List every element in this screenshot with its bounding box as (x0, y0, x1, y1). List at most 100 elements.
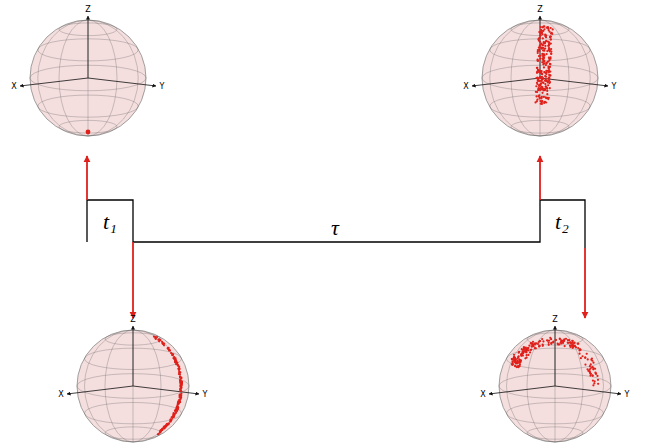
state-dot (550, 36, 552, 38)
state-dot (589, 372, 591, 374)
state-dot (549, 74, 551, 76)
axis-label: Y (625, 391, 630, 399)
axis-label: Z (130, 316, 135, 324)
state-dot (536, 59, 538, 61)
state-dot (538, 94, 540, 96)
state-dot (545, 36, 547, 38)
state-dot (514, 361, 516, 363)
state-dot (537, 60, 539, 62)
state-dot (535, 95, 537, 97)
state-dot (549, 87, 551, 89)
state-dot (590, 373, 592, 375)
state-dot (519, 362, 521, 364)
state-dot (541, 47, 543, 49)
state-dot (170, 419, 172, 421)
state-dot (159, 431, 161, 433)
state-dot (174, 359, 176, 361)
axis-label: X (58, 391, 63, 399)
state-dot (542, 58, 544, 60)
state-dot (542, 345, 544, 347)
state-dot (513, 357, 515, 359)
state-dot (543, 71, 545, 73)
state-dot (172, 416, 174, 418)
state-dot (590, 373, 592, 375)
state-dot (166, 423, 168, 425)
state-dot (164, 426, 166, 428)
state-dot (592, 366, 594, 368)
state-dot (518, 352, 520, 354)
state-dot (179, 399, 181, 401)
state-dot (165, 424, 167, 426)
state-dot (518, 351, 520, 353)
state-dot (169, 419, 171, 421)
state-dot (176, 406, 178, 408)
state-dot (518, 355, 520, 357)
state-dot (550, 51, 552, 53)
state-dot (155, 338, 157, 340)
state-dot (161, 429, 163, 431)
state-dot (597, 379, 599, 381)
state-dot (547, 60, 549, 62)
state-dot (521, 353, 523, 355)
state-dot (171, 354, 173, 356)
axis-label: Z (537, 6, 542, 14)
state-dot (544, 83, 546, 85)
state-dot (539, 340, 541, 342)
state-dot (539, 76, 541, 78)
state-dot (179, 381, 181, 383)
state-dot (549, 58, 551, 60)
state-dot (548, 43, 550, 45)
state-dot (539, 34, 541, 36)
state-dot (536, 72, 538, 74)
state-dot (543, 102, 545, 104)
state-dot (174, 359, 176, 361)
state-dot (511, 363, 513, 365)
state-dot (541, 100, 543, 102)
state-dot (548, 77, 550, 79)
state-dot (537, 77, 539, 79)
state-dot (540, 34, 542, 36)
state-dot (517, 366, 519, 368)
state-dot (539, 72, 541, 74)
state-dot (541, 79, 543, 81)
state-dot (592, 362, 594, 364)
state-dot (549, 74, 551, 76)
state-dot (527, 347, 529, 349)
state-dot (542, 340, 544, 342)
state-dot (548, 77, 550, 79)
state-dot (548, 57, 550, 59)
state-dot (538, 46, 540, 48)
state-dot (523, 348, 525, 350)
state-dot (155, 337, 157, 339)
state-dot (548, 49, 550, 51)
state-dot (569, 342, 571, 344)
state-dot (546, 339, 548, 341)
state-dot (579, 348, 581, 350)
state-dot (550, 343, 552, 345)
state-dot (541, 338, 543, 340)
state-dot (179, 401, 181, 403)
state-dot (546, 87, 548, 89)
state-dot (591, 374, 593, 376)
state-dot (541, 78, 543, 80)
state-dot (173, 356, 175, 358)
state-dot (548, 66, 550, 68)
state-dot (546, 93, 548, 95)
sphere-body (482, 20, 598, 136)
state-dot (571, 342, 573, 344)
state-dot (541, 78, 543, 80)
state-dot (177, 406, 179, 408)
state-dot (177, 407, 179, 409)
state-dot (545, 96, 547, 98)
y-axis (540, 78, 608, 86)
state-dot (555, 339, 557, 341)
state-dot (542, 89, 544, 91)
state-dot (541, 53, 543, 55)
state-dot (512, 363, 514, 365)
state-dot (178, 373, 180, 375)
bloch-sphere (20, 16, 156, 136)
state-dot (597, 383, 599, 385)
state-dot (545, 76, 547, 78)
axis-label: Z (85, 6, 90, 14)
state-dot (527, 347, 529, 349)
